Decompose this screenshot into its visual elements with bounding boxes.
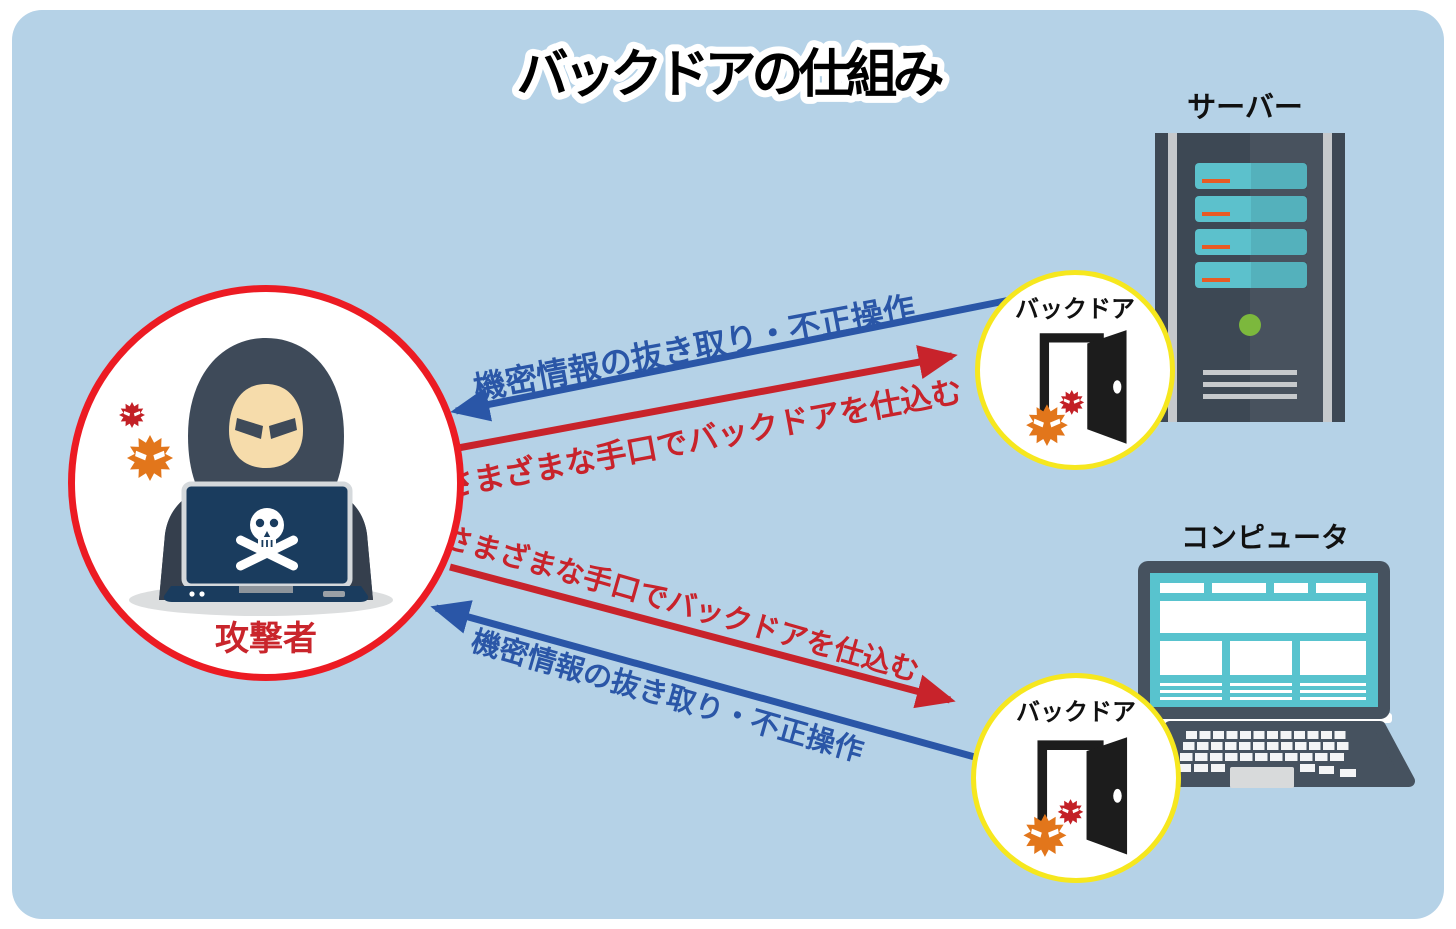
server-icon [1155,133,1345,422]
laptop-trackpad [1230,767,1294,788]
server-backdoor-label: バックドア [1015,295,1135,323]
arrow-attacker-to-server [457,345,958,452]
virus-icon-orange [1026,404,1068,446]
door-knob [1113,788,1122,803]
backdoor-door-icon [1023,737,1128,857]
laptop-keyboard [1177,731,1356,777]
server-drive-bays [1195,163,1307,288]
malware-viruses [119,402,174,482]
virus-icon-red [1057,799,1084,825]
page-title: バックドアの仕組み [509,38,955,112]
webpage-wireframe [1160,583,1366,700]
arrow-server-to-attacker [450,296,1011,422]
attacker-label: 攻撃者 [215,619,317,659]
virus-icon-orange [1023,813,1067,857]
attacker-circle: 攻撃者 [68,285,464,681]
virus-icon-orange [126,434,174,482]
open-door [1086,737,1128,855]
computer-backdoor-label: バックドア [1016,698,1136,726]
door-knob [1113,380,1122,394]
server-vents [1203,370,1297,399]
arrow-computer-to-attacker [430,600,1001,768]
page-title-text: バックドアの仕組み [516,45,943,105]
virus-icon-red [1059,390,1085,415]
backdoor-door-icon [1026,330,1127,446]
server-backdoor-circle: バックドア [975,270,1175,470]
laptop-icon [1136,561,1415,788]
virus-icon-red [119,402,145,428]
server-label: サーバー [1187,90,1303,124]
computer-backdoor-circle: バックドア [971,673,1181,883]
face [229,384,303,468]
server-power-light [1239,314,1261,336]
attacker-icon [129,338,393,616]
arrow-attacker-to-computer [449,563,956,709]
skull-and-crossbones-icon [235,508,299,571]
hacker-laptop-base [163,586,369,602]
open-door [1087,330,1127,444]
computer-label: コンピュータ [1180,521,1349,554]
